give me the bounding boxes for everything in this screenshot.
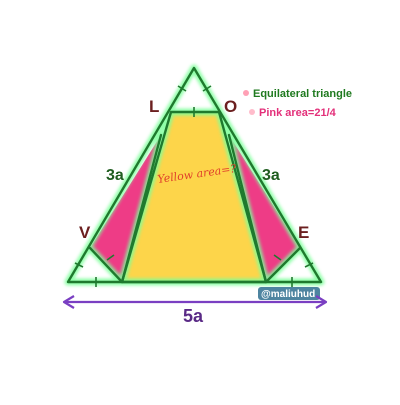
tick-marks xyxy=(74,85,314,287)
legend-dot-1 xyxy=(243,90,249,96)
base-label: 5a xyxy=(183,306,204,326)
line-l-to-bottom xyxy=(120,133,163,284)
side-label-left: 3a xyxy=(106,167,124,184)
base-length-arrow xyxy=(62,295,328,309)
pink-triangle-right xyxy=(229,135,300,282)
legend-equilateral-triangle: Equilateral triangle xyxy=(253,88,352,100)
legend-dot-2 xyxy=(249,109,255,115)
vertex-label-o: O xyxy=(224,97,237,116)
pink-triangle-left xyxy=(90,135,161,282)
side-label-right: 3a xyxy=(262,167,280,184)
watermark-text: @maliuhud xyxy=(261,289,315,300)
line-e-to-bottom xyxy=(264,246,302,284)
legend-pink-area: Pink area=21/4 xyxy=(259,107,337,119)
line-v-to-bottom xyxy=(88,246,124,284)
vertex-label-v: V xyxy=(79,223,91,242)
vertex-label-e: E xyxy=(298,223,309,242)
line-o-to-bottom xyxy=(227,133,268,284)
watermark-background xyxy=(258,287,320,300)
vertex-label-l: L xyxy=(149,97,159,116)
outline-lines xyxy=(66,66,323,284)
